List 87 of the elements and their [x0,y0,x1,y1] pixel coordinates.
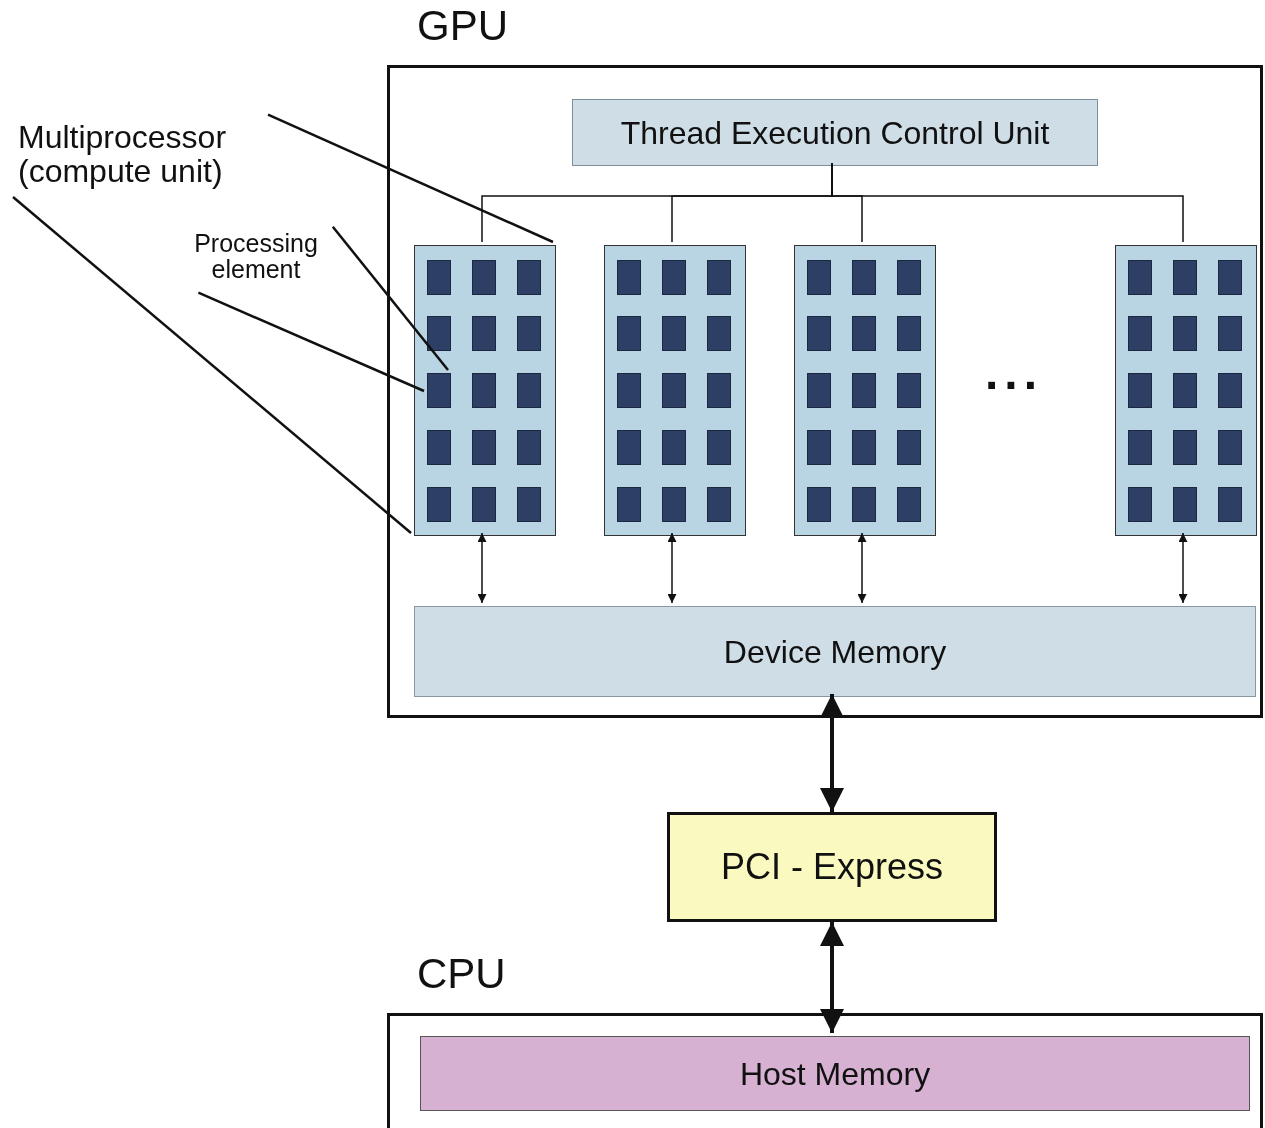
processing-element [706,429,731,465]
processing-element [471,486,496,522]
arrow [477,532,487,604]
processing-element [1127,315,1152,351]
pci-express-box [667,812,997,922]
processing-element [471,429,496,465]
processing-element [851,315,876,351]
section-heading: CPU [417,950,506,998]
device-memory-box [414,606,1256,697]
processing-element [851,259,876,295]
leader-line [197,291,425,393]
processing-element [1172,486,1197,522]
callout-text: Multiprocessor (compute unit) [18,121,228,189]
processing-element [806,429,831,465]
processing-element [516,259,541,295]
box-label: Thread Execution Control Unit [619,114,1051,151]
processing-element [616,372,641,408]
processing-element [1217,315,1242,351]
processing-element [616,259,641,295]
arrow [667,532,677,604]
processing-element [706,315,731,351]
processing-element [806,315,831,351]
processing-element [1127,259,1152,295]
processing-element [661,486,686,522]
processing-element [896,259,921,295]
processing-element [806,486,831,522]
host-memory-box [420,1036,1250,1111]
processing-element [471,372,496,408]
processing-element [706,372,731,408]
processing-element [706,486,731,522]
processing-element [426,259,451,295]
arrow [820,922,844,1033]
processing-element [516,486,541,522]
multiprocessor-box [414,245,556,536]
processing-element [426,372,451,408]
processing-element [616,315,641,351]
processing-element [851,372,876,408]
multiprocessor-box [1115,245,1257,536]
processing-element [806,372,831,408]
processing-element [516,429,541,465]
processing-element [516,372,541,408]
processing-element [1217,372,1242,408]
processing-element [896,429,921,465]
leader-line [331,225,449,371]
arrow [857,532,867,604]
processing-element [1172,259,1197,295]
processing-element [1127,429,1152,465]
processing-element [661,315,686,351]
arrow [1178,532,1188,604]
processing-element [1217,486,1242,522]
processing-element [1172,429,1197,465]
processing-element [896,372,921,408]
section-heading: GPU [417,2,508,50]
processing-element [471,259,496,295]
leader-line [267,113,554,244]
ellipsis-text: ... [985,345,1043,400]
processing-element [616,429,641,465]
processing-element [851,486,876,522]
multiprocessor-box [604,245,746,536]
arrow [820,694,844,812]
callout-text: Processing element [193,229,319,283]
processing-element [1127,372,1152,408]
processing-element [661,259,686,295]
processing-element [1172,372,1197,408]
processing-element [426,429,451,465]
control-unit-box [572,99,1098,166]
processing-element [1172,315,1197,351]
processing-element [616,486,641,522]
box-label: PCI - Express [719,846,944,888]
processing-element [706,259,731,295]
processing-element [1217,259,1242,295]
processing-element [1127,486,1152,522]
processing-element [471,315,496,351]
processing-element [426,486,451,522]
leader-line [12,196,412,534]
processing-element [516,315,541,351]
box-label: Host Memory [738,1055,932,1092]
processing-element [661,372,686,408]
processing-element [426,315,451,351]
processing-element [661,429,686,465]
processing-element [896,315,921,351]
box-label: Device Memory [722,633,948,670]
processing-element [851,429,876,465]
processing-element [1217,429,1242,465]
processing-element [896,486,921,522]
processing-element [806,259,831,295]
multiprocessor-box [794,245,936,536]
